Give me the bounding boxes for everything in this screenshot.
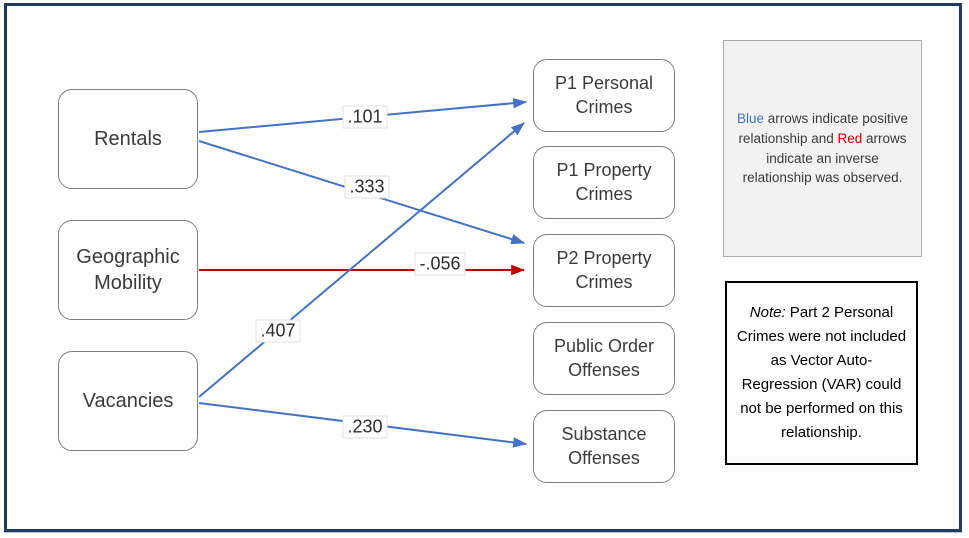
- coefficient-label-vacancies-p1-personal: .407: [255, 319, 301, 343]
- note-label: Note:: [749, 304, 786, 321]
- note-text: Note: Part 2 Personal Crimes were not in…: [735, 301, 908, 445]
- node-p2-property-crimes-label: P2 Property Crimes: [556, 248, 652, 292]
- outer-frame: [4, 3, 962, 532]
- node-rentals: Rentals: [58, 89, 198, 189]
- node-substance-offenses-label: Substance Offenses: [561, 424, 647, 468]
- legend-after-red: arrows indicate an inverse relationship …: [742, 130, 907, 186]
- node-vacancies-label: Vacancies: [82, 390, 174, 412]
- edge-vacancies-p1-personal: [198, 122, 525, 398]
- node-p1-property-crimes-label: P1 Property Crimes: [556, 160, 652, 204]
- legend-text: Blue arrows indicate positive relationsh…: [734, 109, 911, 187]
- node-geographic-mobility: Geographic Mobility: [58, 220, 198, 320]
- note-body: Part 2 Personal Crimes were not included…: [736, 304, 907, 441]
- node-substance-offenses: Substance Offenses: [533, 410, 675, 483]
- node-p2-property-crimes: P2 Property Crimes: [533, 234, 675, 307]
- legend-red-word: Red: [837, 130, 863, 146]
- legend-blue-word: Blue: [736, 111, 764, 127]
- node-geographic-mobility-label: Geographic Mobility: [76, 246, 180, 294]
- legend-after-blue: arrows indicate positive relationship an…: [738, 111, 909, 146]
- node-public-order-offenses: Public Order Offenses: [533, 322, 675, 395]
- coefficient-label-rentals-p1-personal: .101: [342, 105, 388, 129]
- node-public-order-offenses-label: Public Order Offenses: [553, 336, 655, 380]
- coefficient-label-rentals-p2-property: .333: [344, 175, 390, 199]
- legend-box: Blue arrows indicate positive relationsh…: [723, 40, 922, 257]
- note-box: Note: Part 2 Personal Crimes were not in…: [725, 281, 918, 465]
- coefficient-label-vacancies-substance: .230: [342, 415, 388, 439]
- coefficient-label-geographic-mobility-p2-property: -.056: [414, 252, 466, 276]
- node-vacancies: Vacancies: [58, 351, 198, 451]
- node-p1-personal-crimes: P1 Personal Crimes: [533, 59, 675, 132]
- node-p1-property-crimes: P1 Property Crimes: [533, 146, 675, 219]
- node-p1-personal-crimes-label: P1 Personal Crimes: [554, 73, 654, 117]
- node-rentals-label: Rentals: [94, 128, 162, 150]
